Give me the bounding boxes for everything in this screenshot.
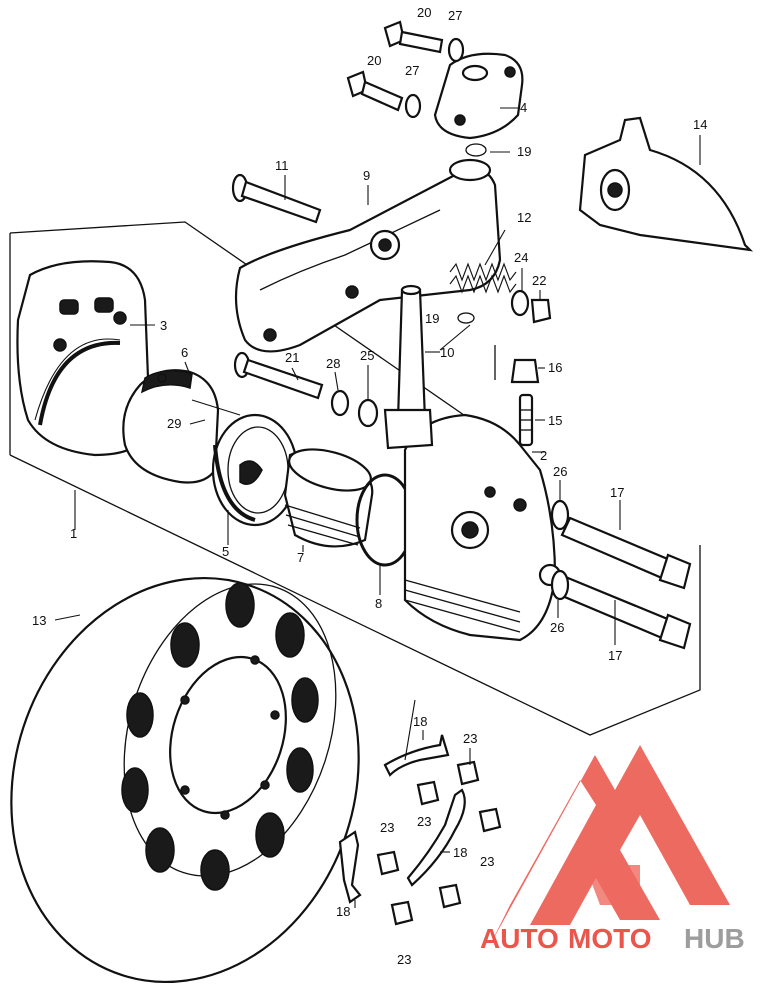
nut-23-a bbox=[456, 760, 480, 786]
callout-18-lower: 18 bbox=[336, 904, 350, 919]
callout-7: 7 bbox=[297, 550, 304, 565]
bleeder-cap bbox=[510, 358, 540, 384]
bleeder-valve bbox=[518, 393, 534, 447]
callout-16: 16 bbox=[548, 360, 562, 375]
lock-plate-middle bbox=[406, 788, 466, 887]
caliper-body bbox=[403, 413, 562, 642]
callout-10: 10 bbox=[440, 345, 454, 360]
washer-25 bbox=[357, 398, 379, 428]
callout-17-upper: 17 bbox=[610, 485, 624, 500]
watermark-text: AUTO MOTO HUB bbox=[480, 923, 745, 954]
piston bbox=[283, 448, 374, 548]
callout-18-middle: 18 bbox=[453, 845, 467, 860]
washer-24 bbox=[510, 289, 530, 317]
callout-20-lower: 20 bbox=[367, 53, 381, 68]
washer-27-lower bbox=[404, 93, 422, 119]
callout-23-a: 23 bbox=[463, 731, 477, 746]
washer-26-upper bbox=[550, 499, 570, 531]
callout-21: 21 bbox=[285, 350, 299, 365]
callout-1: 1 bbox=[70, 526, 77, 541]
caliper-bolt-upper bbox=[560, 516, 692, 590]
callout-15: 15 bbox=[548, 413, 562, 428]
disc-vent-holes bbox=[121, 582, 319, 891]
callout-20-upper: 20 bbox=[417, 5, 431, 20]
lock-plate-upper bbox=[383, 734, 450, 777]
shim-pin-29 bbox=[191, 399, 241, 416]
dust-cover bbox=[578, 116, 754, 252]
callout-25: 25 bbox=[360, 348, 374, 363]
watermark-moto: MOTO bbox=[568, 923, 651, 954]
nut-23-f bbox=[390, 900, 414, 926]
bolt-20-lower bbox=[346, 70, 404, 112]
pivot-pin bbox=[383, 284, 434, 450]
washer-27-upper bbox=[447, 37, 465, 63]
callout-23-c: 23 bbox=[480, 854, 494, 869]
callout-18-upper: 18 bbox=[413, 714, 427, 729]
caliper-bolt-lower bbox=[558, 576, 692, 650]
callout-23-f: 23 bbox=[397, 952, 411, 967]
callout-2: 2 bbox=[540, 448, 547, 463]
spring-12 bbox=[449, 262, 517, 294]
callout-14: 14 bbox=[693, 117, 707, 132]
nut-23-b bbox=[416, 780, 440, 806]
callout-26-upper: 26 bbox=[553, 464, 567, 479]
callout-9: 9 bbox=[363, 168, 370, 183]
callout-26-lower: 26 bbox=[550, 620, 564, 635]
callout-27-upper: 27 bbox=[448, 8, 462, 23]
callout-24: 24 bbox=[514, 250, 528, 265]
callout-6: 6 bbox=[181, 345, 188, 360]
callout-3: 3 bbox=[160, 318, 167, 333]
caliper-bracket-arm bbox=[234, 158, 502, 353]
piston-seal bbox=[211, 413, 299, 527]
caliper-assembly-frame bbox=[9, 221, 701, 736]
callout-19-lower: 19 bbox=[425, 311, 439, 326]
leader-lines bbox=[54, 107, 701, 908]
callout-12: 12 bbox=[517, 210, 531, 225]
callout-29: 29 bbox=[167, 416, 181, 431]
disc-bolt-holes bbox=[180, 655, 280, 820]
callout-19-upper: 19 bbox=[517, 144, 531, 159]
bolt-21 bbox=[233, 351, 324, 400]
callout-23-b: 23 bbox=[417, 814, 431, 829]
nut-23-e bbox=[438, 883, 462, 909]
automotohub-watermark-logo bbox=[490, 745, 730, 945]
lock-plate-lower bbox=[338, 830, 362, 904]
callout-5: 5 bbox=[222, 544, 229, 559]
nut-23-c bbox=[478, 807, 502, 833]
bolt-11 bbox=[231, 173, 322, 224]
caliper-holder bbox=[16, 260, 152, 457]
o-ring-19-upper bbox=[465, 143, 487, 157]
upper-bracket bbox=[433, 52, 524, 140]
callout-22: 22 bbox=[532, 273, 546, 288]
callout-8: 8 bbox=[375, 596, 382, 611]
bolt-20-upper bbox=[383, 20, 444, 54]
watermark-auto: AUTO bbox=[480, 923, 559, 954]
callout-labels: 1 2 3 4 5 6 7 8 9 10 11 12 13 14 15 16 1… bbox=[32, 5, 707, 967]
callout-28: 28 bbox=[326, 356, 340, 371]
washer-26-lower bbox=[550, 569, 570, 601]
o-ring-19-lower bbox=[457, 312, 475, 324]
callout-4: 4 bbox=[520, 100, 527, 115]
watermark-hub: HUB bbox=[684, 923, 745, 954]
brake-disc bbox=[10, 576, 360, 984]
callout-11: 11 bbox=[275, 158, 289, 173]
washer-28 bbox=[330, 389, 350, 417]
nut-23-d bbox=[376, 850, 400, 876]
callout-23-d: 23 bbox=[380, 820, 394, 835]
callout-17-lower: 17 bbox=[608, 648, 622, 663]
nut-22 bbox=[530, 298, 552, 324]
callout-13: 13 bbox=[32, 613, 46, 628]
callout-27-lower: 27 bbox=[405, 63, 419, 78]
